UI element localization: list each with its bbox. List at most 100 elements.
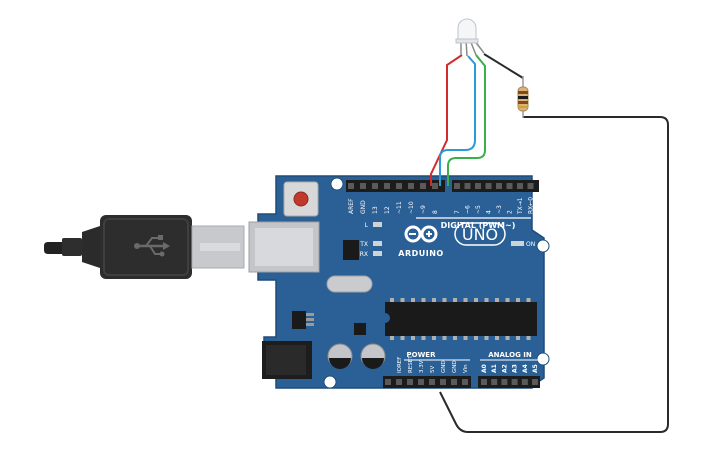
- usb-cable[interactable]: [44, 215, 245, 279]
- digital-pin-label: ~5: [475, 205, 482, 214]
- wire-black-led[interactable]: [483, 53, 524, 79]
- digital-header: [346, 180, 539, 192]
- analog-pin-A5[interactable]: [532, 379, 538, 385]
- analog-pin-label: A0: [481, 364, 488, 373]
- power-pin-label: RESET: [408, 355, 414, 373]
- digital-pin-label: AREF: [348, 198, 355, 214]
- analog-pin-A2[interactable]: [501, 379, 508, 385]
- digital-pin-label: ~9: [420, 205, 427, 214]
- analog-pin-label: A3: [512, 364, 519, 373]
- digital-pin-~6[interactable]: [464, 183, 471, 189]
- digital-pin-~5[interactable]: [475, 183, 481, 189]
- led-l-label: L: [365, 222, 369, 229]
- digital-pin-4[interactable]: [485, 183, 492, 189]
- digital-pin-label: 12: [384, 206, 391, 214]
- digital-pin-label: GND: [360, 200, 367, 214]
- power-pin[interactable]: [418, 379, 424, 385]
- power-pin-label: GND: [452, 360, 458, 373]
- led-rx-label: RX: [360, 251, 368, 258]
- digital-pin-label: RX←0: [528, 197, 535, 214]
- wire-green[interactable]: [447, 54, 486, 186]
- digital-pin-RX←0[interactable]: [527, 183, 534, 189]
- power-header: [383, 376, 471, 388]
- capacitor: [327, 343, 353, 369]
- digital-pin-~3[interactable]: [496, 183, 502, 189]
- led-on: [511, 241, 524, 246]
- digital-pin-label: ~10: [408, 201, 415, 214]
- analog-pin-label: A2: [501, 364, 508, 373]
- digital-pin-TX→1[interactable]: [517, 183, 523, 189]
- usb-cable-tail: [44, 242, 62, 254]
- usb-chip: [343, 240, 359, 260]
- power-pin[interactable]: [407, 379, 413, 385]
- power-pin[interactable]: [385, 379, 391, 385]
- analog-header: [478, 376, 540, 388]
- wire-black-gnd[interactable]: [439, 116, 669, 433]
- mount-hole: [323, 375, 337, 389]
- digital-pin-GND[interactable]: [360, 183, 366, 189]
- power-pin-label: GND: [441, 360, 447, 373]
- analog-pin-A1[interactable]: [491, 379, 498, 385]
- digital-pin-8[interactable]: [432, 183, 438, 189]
- digital-pin-12[interactable]: [384, 183, 390, 189]
- mount-hole: [536, 352, 550, 366]
- digital-pin-label: 7: [454, 210, 461, 214]
- rgb-led[interactable]: [455, 18, 485, 57]
- reset-button-cap[interactable]: [293, 191, 309, 207]
- arduino-logo-icon: [404, 225, 438, 243]
- digital-pin-13[interactable]: [372, 183, 378, 189]
- crystal: [326, 275, 373, 293]
- analog-pin-A3[interactable]: [511, 379, 518, 385]
- analog-pin-A0[interactable]: [481, 379, 487, 385]
- voltage-regulator: [292, 311, 306, 329]
- digital-pin-label: 2: [507, 210, 514, 214]
- brand-label: ARDUINO: [398, 249, 443, 258]
- power-pin[interactable]: [462, 379, 468, 385]
- power-pin[interactable]: [451, 379, 457, 385]
- power-pin-label: Vin: [463, 364, 469, 373]
- power-pin[interactable]: [396, 379, 402, 385]
- digital-pin-2[interactable]: [506, 183, 513, 189]
- power-pin-labels: IOREF RESET 3.3V 5V GND GND Vin: [397, 355, 469, 373]
- small-ic: [354, 323, 366, 335]
- led-on-label: ON: [526, 241, 535, 248]
- atmega-chip: [385, 298, 537, 340]
- digital-pin-~11[interactable]: [396, 183, 402, 189]
- resistor[interactable]: [517, 76, 529, 118]
- wire-blue[interactable]: [439, 55, 476, 186]
- digital-pin-~10[interactable]: [408, 183, 414, 189]
- power-pin[interactable]: [440, 379, 446, 385]
- wire-red[interactable]: [430, 54, 463, 186]
- digital-pin-label: 13: [372, 206, 379, 214]
- digital-pin-AREF[interactable]: [348, 183, 354, 189]
- digital-pin-label: TX→1: [517, 197, 524, 215]
- power-pin-label: 3.3V: [419, 360, 425, 373]
- mount-hole: [330, 177, 344, 191]
- digital-pin-~9[interactable]: [420, 183, 426, 189]
- digital-pin-label: ~3: [496, 205, 503, 214]
- led-rx: [373, 251, 382, 256]
- power-header-label: POWER: [407, 351, 437, 359]
- usb-neck: [82, 226, 100, 268]
- model-label: UNO: [462, 225, 498, 244]
- digital-header-label: DIGITAL (PWM~): [441, 221, 516, 230]
- power-pin-label: IOREF: [397, 357, 403, 373]
- power-pin-label: 5V: [430, 366, 436, 373]
- digital-pin-label: 8: [432, 210, 439, 214]
- led-tx-label: TX: [359, 241, 368, 248]
- analog-pin-label: A1: [491, 364, 498, 373]
- analog-pin-label: A5: [532, 364, 539, 373]
- analog-pin-label: A4: [522, 364, 529, 373]
- analog-pin-A4[interactable]: [521, 379, 528, 385]
- power-pin[interactable]: [429, 379, 435, 385]
- usb-plug-outline: [103, 218, 189, 276]
- usb-symbol-icon: [134, 235, 170, 257]
- digital-pin-label: ~11: [396, 201, 403, 214]
- digital-pin-7[interactable]: [454, 183, 460, 189]
- usb-strain-relief: [62, 238, 82, 256]
